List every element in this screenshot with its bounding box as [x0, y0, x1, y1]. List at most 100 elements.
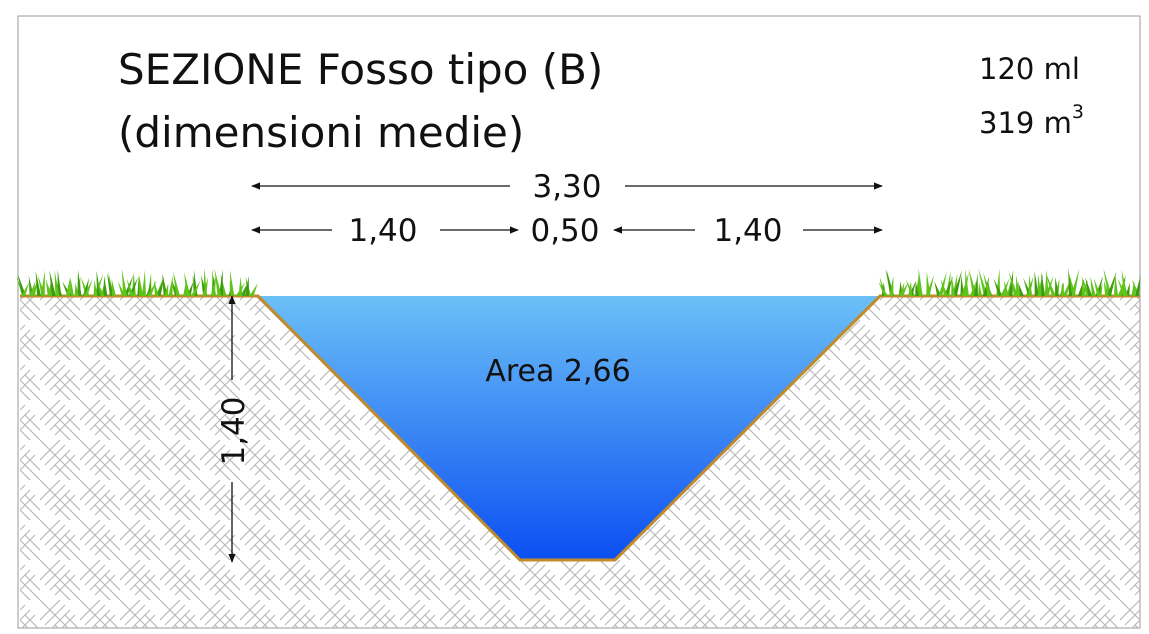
- bottom-width-label: 0,50: [530, 213, 599, 249]
- grass-blade: [214, 268, 222, 296]
- grass-blade: [1121, 269, 1128, 296]
- grass-blade: [77, 269, 82, 296]
- grass-blade: [1097, 283, 1103, 296]
- grass-blade: [93, 280, 98, 296]
- grass-blade: [249, 282, 258, 296]
- grass-blade: [21, 281, 30, 296]
- grass-blade: [29, 280, 36, 296]
- grass-blade: [74, 282, 79, 296]
- grass-blade: [1017, 281, 1024, 296]
- grass-blade: [1077, 278, 1085, 296]
- grass-blade: [918, 268, 923, 296]
- grass-blade: [969, 281, 977, 296]
- ground-hatch: [20, 296, 1140, 628]
- grass-blade: [973, 273, 978, 296]
- grass-blade: [55, 280, 63, 296]
- water-body: [258, 296, 880, 560]
- grass-blade: [1117, 278, 1127, 296]
- grass-blade: [229, 270, 235, 296]
- grass-blade: [983, 272, 992, 296]
- grass-blade: [62, 281, 72, 296]
- grass-blade: [940, 279, 949, 296]
- right-slope-width-label: 1,40: [713, 213, 782, 249]
- grass-blade: [69, 276, 74, 296]
- grass-blade: [184, 271, 191, 296]
- grass-blade: [993, 278, 1003, 296]
- grass-blade: [65, 278, 71, 296]
- grass-blade: [17, 273, 27, 296]
- grass-blade: [951, 275, 956, 296]
- length-quantity: 120 ml: [979, 52, 1080, 86]
- grass-blade: [943, 275, 954, 296]
- title-line-2: (dimensioni medie): [118, 108, 524, 157]
- grass-blade: [121, 268, 128, 296]
- grass-blade: [35, 270, 42, 296]
- grass-blade: [898, 282, 905, 296]
- grass-blade: [1070, 268, 1080, 296]
- grass-blade: [45, 278, 52, 296]
- volume-exponent: 3: [1072, 101, 1084, 123]
- grass-blade: [123, 275, 134, 296]
- grass-blade: [1069, 274, 1077, 296]
- grass-blade: [1041, 271, 1046, 296]
- grass-right: [878, 268, 1141, 296]
- grass-blade: [155, 275, 164, 296]
- grass-blade: [1015, 275, 1020, 296]
- grass-blade: [1000, 278, 1010, 296]
- grass-blade: [1060, 281, 1065, 296]
- grass-blade: [952, 269, 963, 296]
- grass-blade: [103, 275, 108, 296]
- grass-blade: [57, 269, 62, 296]
- grass-blade: [1008, 270, 1019, 296]
- grass-blade: [915, 281, 920, 296]
- grass-blade: [1134, 274, 1141, 296]
- grass-blade: [1044, 269, 1049, 296]
- grass-blade: [978, 268, 988, 296]
- volume-value: 319 m: [979, 106, 1072, 140]
- grass-blade: [1028, 274, 1033, 296]
- volume-quantity: 319 m3: [979, 101, 1084, 140]
- grass-blade: [190, 280, 201, 296]
- grass-blade: [961, 272, 969, 296]
- grass-blade: [908, 281, 913, 296]
- grass-blade: [978, 282, 983, 296]
- grass-blade: [111, 278, 116, 296]
- grass-blade: [1062, 277, 1072, 296]
- grass-blade: [162, 273, 168, 296]
- grass-blade: [1090, 276, 1096, 296]
- grass-blade: [164, 283, 169, 296]
- grass-blade: [210, 274, 217, 296]
- area-label: Area 2,66: [485, 354, 630, 389]
- grass-blade: [1008, 269, 1014, 296]
- grass-blade: [82, 277, 90, 296]
- grass-blade: [54, 270, 60, 296]
- title-line-1: SEZIONE Fosso tipo (B): [118, 45, 603, 94]
- grass-blade: [889, 275, 894, 296]
- grass-blade: [1034, 270, 1039, 296]
- grass-blade: [908, 280, 916, 296]
- grass-blade: [156, 277, 165, 296]
- grass-blade: [238, 276, 243, 296]
- grass-blade: [219, 269, 224, 296]
- grass-blade: [202, 277, 209, 296]
- grass-blade: [49, 269, 56, 296]
- total-width-label: 3,30: [532, 169, 601, 205]
- left-slope-width-label: 1,40: [348, 213, 417, 249]
- grass-blade: [926, 271, 931, 296]
- grass-blade: [1004, 280, 1010, 296]
- grass-blade: [245, 275, 250, 296]
- grass-blade: [1081, 279, 1087, 296]
- grass-blade: [985, 279, 993, 296]
- grass-blade: [97, 281, 105, 296]
- depth-label: 1,40: [216, 396, 252, 465]
- grass-blade: [127, 279, 134, 296]
- grass-blade: [37, 275, 46, 296]
- grass-blade: [147, 280, 157, 296]
- grass-blade: [1103, 280, 1110, 296]
- grass-blade: [1131, 280, 1136, 296]
- grass-blade: [117, 281, 126, 296]
- grass-blade: [1045, 273, 1056, 296]
- grass-blade: [168, 275, 173, 296]
- grass-blade: [153, 279, 159, 296]
